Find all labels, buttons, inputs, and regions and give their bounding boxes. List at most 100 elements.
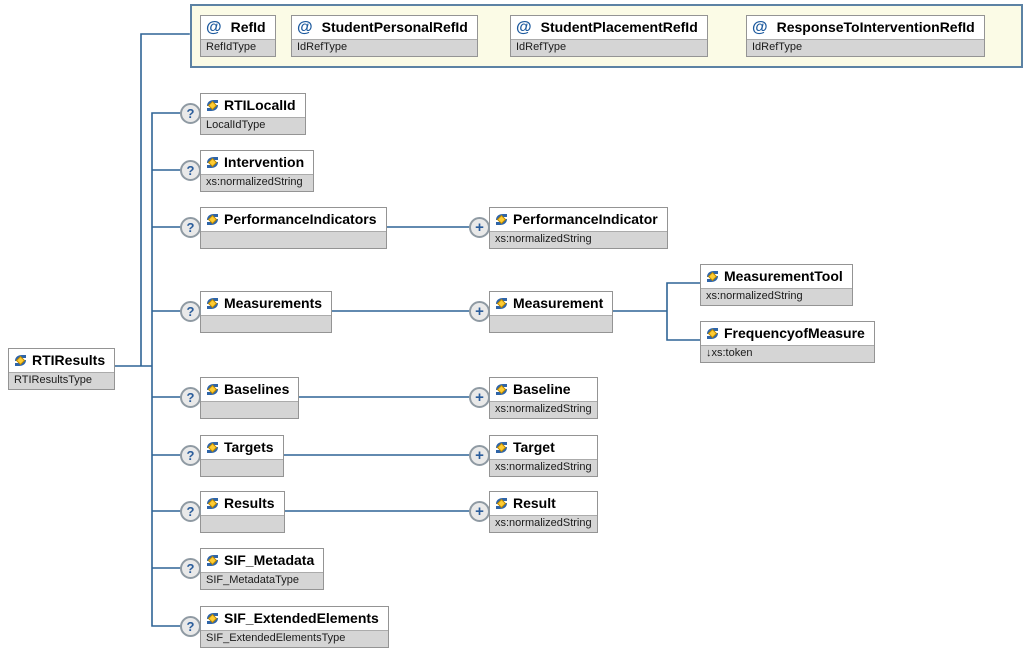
- element-box-intervention[interactable]: Intervention xs:normalizedString: [200, 150, 315, 192]
- attribute-at-icon: @: [752, 18, 768, 36]
- repeat-icon[interactable]: +: [469, 387, 490, 408]
- element-name: PerformanceIndicators: [224, 211, 377, 227]
- attribute-box-ref-id[interactable]: @ RefId RefIdType: [200, 15, 276, 57]
- element-icon: [206, 612, 219, 625]
- element-box-sif-metadata[interactable]: SIF_Metadata SIF_MetadataType: [200, 548, 325, 590]
- element-type: ↓xs:token: [701, 345, 874, 362]
- element-type: xs:normalizedString: [490, 515, 597, 532]
- element-title: Measurements: [201, 292, 332, 315]
- element-title: FrequencyofMeasure: [701, 322, 874, 345]
- element-box-baseline[interactable]: Baseline xs:normalizedString: [489, 377, 598, 419]
- element-title: RTILocalId: [201, 94, 305, 117]
- element-icon: [206, 497, 219, 510]
- attribute-title: @ RefId: [201, 16, 275, 39]
- repeat-icon[interactable]: +: [469, 217, 490, 238]
- element-box-performance-indicators[interactable]: PerformanceIndicators: [200, 207, 387, 249]
- element-name: RTILocalId: [224, 97, 296, 113]
- element-box-performance-indicator[interactable]: PerformanceIndicator xs:normalizedString: [489, 207, 668, 249]
- element-box-targets[interactable]: Targets: [200, 435, 284, 477]
- element-title: SIF_ExtendedElements: [201, 607, 388, 630]
- element-title: MeasurementTool: [701, 265, 852, 288]
- element-box-baselines[interactable]: Baselines: [200, 377, 300, 419]
- element-name: PerformanceIndicator: [513, 211, 658, 227]
- element-icon: [206, 441, 219, 454]
- repeat-icon[interactable]: +: [469, 501, 490, 522]
- element-box-measurements[interactable]: Measurements: [200, 291, 333, 333]
- element-name: MeasurementTool: [724, 268, 843, 284]
- element-box-frequency-of-measure[interactable]: FrequencyofMeasure ↓xs:token: [700, 321, 875, 363]
- attribute-name: ResponseToInterventionRefId: [776, 19, 975, 35]
- optional-icon[interactable]: ?: [180, 445, 201, 466]
- element-title: PerformanceIndicator: [490, 208, 667, 231]
- element-icon: [206, 156, 219, 169]
- attribute-at-icon: @: [516, 18, 532, 36]
- attribute-box-student-personal-ref-id[interactable]: @ StudentPersonalRefId IdRefType: [291, 15, 478, 57]
- element-title: Baselines: [201, 378, 299, 401]
- element-title: SIF_Metadata: [201, 549, 324, 572]
- element-name: Baseline: [513, 381, 571, 397]
- optional-icon[interactable]: ?: [180, 616, 201, 637]
- element-box-rti-local-id[interactable]: RTILocalId LocalIdType: [200, 93, 306, 135]
- optional-icon[interactable]: ?: [180, 160, 201, 181]
- element-title: Intervention: [201, 151, 314, 174]
- attribute-name: RefId: [230, 19, 266, 35]
- element-box-results[interactable]: Results: [200, 491, 285, 533]
- element-icon: [495, 213, 508, 226]
- attribute-at-icon: @: [297, 18, 313, 36]
- element-name: Results: [224, 495, 275, 511]
- optional-icon[interactable]: ?: [180, 387, 201, 408]
- attribute-at-icon: @: [206, 18, 222, 36]
- attribute-name: StudentPersonalRefId: [321, 19, 468, 35]
- element-type: [201, 401, 299, 418]
- element-icon: [14, 354, 27, 367]
- element-box-rti-results[interactable]: RTIResults RTIResultsType: [8, 348, 116, 390]
- element-name: Targets: [224, 439, 274, 455]
- element-box-measurement[interactable]: Measurement: [489, 291, 614, 333]
- attribute-type: IdRefType: [511, 39, 707, 56]
- element-name: RTIResults: [32, 352, 106, 368]
- attribute-box-response-to-intervention-ref-id[interactable]: @ ResponseToInterventionRefId IdRefType: [746, 15, 985, 57]
- element-type: xs:normalizedString: [490, 401, 597, 418]
- optional-icon[interactable]: ?: [180, 301, 201, 322]
- attribute-title: @ StudentPlacementRefId: [511, 16, 707, 39]
- element-type-text: xs:token: [711, 347, 753, 359]
- element-type: [201, 315, 332, 332]
- element-title: Target: [490, 436, 597, 459]
- restriction-arrow-icon: ↓: [706, 347, 712, 359]
- element-icon: [206, 554, 219, 567]
- repeat-icon[interactable]: +: [469, 445, 490, 466]
- element-name: Measurement: [513, 295, 604, 311]
- element-box-target[interactable]: Target xs:normalizedString: [489, 435, 598, 477]
- element-type: SIF_ExtendedElementsType: [201, 630, 388, 647]
- element-box-sif-extended-elements[interactable]: SIF_ExtendedElements SIF_ExtendedElement…: [200, 606, 389, 648]
- element-type: xs:normalizedString: [490, 231, 667, 248]
- element-box-result[interactable]: Result xs:normalizedString: [489, 491, 598, 533]
- element-icon: [706, 327, 719, 340]
- element-icon: [495, 297, 508, 310]
- element-icon: [495, 497, 508, 510]
- attribute-title: @ StudentPersonalRefId: [292, 16, 477, 39]
- optional-icon[interactable]: ?: [180, 558, 201, 579]
- attribute-type: RefIdType: [201, 39, 275, 56]
- element-title: Results: [201, 492, 284, 515]
- element-icon: [206, 99, 219, 112]
- element-icon: [495, 441, 508, 454]
- element-name: FrequencyofMeasure: [724, 325, 865, 341]
- attribute-type: IdRefType: [747, 39, 984, 56]
- element-box-measurement-tool[interactable]: MeasurementTool xs:normalizedString: [700, 264, 853, 306]
- element-type: [201, 231, 386, 248]
- element-name: Result: [513, 495, 556, 511]
- element-icon: [206, 297, 219, 310]
- optional-icon[interactable]: ?: [180, 217, 201, 238]
- attribute-title: @ ResponseToInterventionRefId: [747, 16, 984, 39]
- attribute-type: IdRefType: [292, 39, 477, 56]
- repeat-icon[interactable]: +: [469, 301, 490, 322]
- optional-icon[interactable]: ?: [180, 103, 201, 124]
- element-name: Intervention: [224, 154, 305, 170]
- attribute-box-student-placement-ref-id[interactable]: @ StudentPlacementRefId IdRefType: [510, 15, 708, 57]
- optional-icon[interactable]: ?: [180, 501, 201, 522]
- element-type: xs:normalizedString: [201, 174, 314, 191]
- element-type: [490, 315, 613, 332]
